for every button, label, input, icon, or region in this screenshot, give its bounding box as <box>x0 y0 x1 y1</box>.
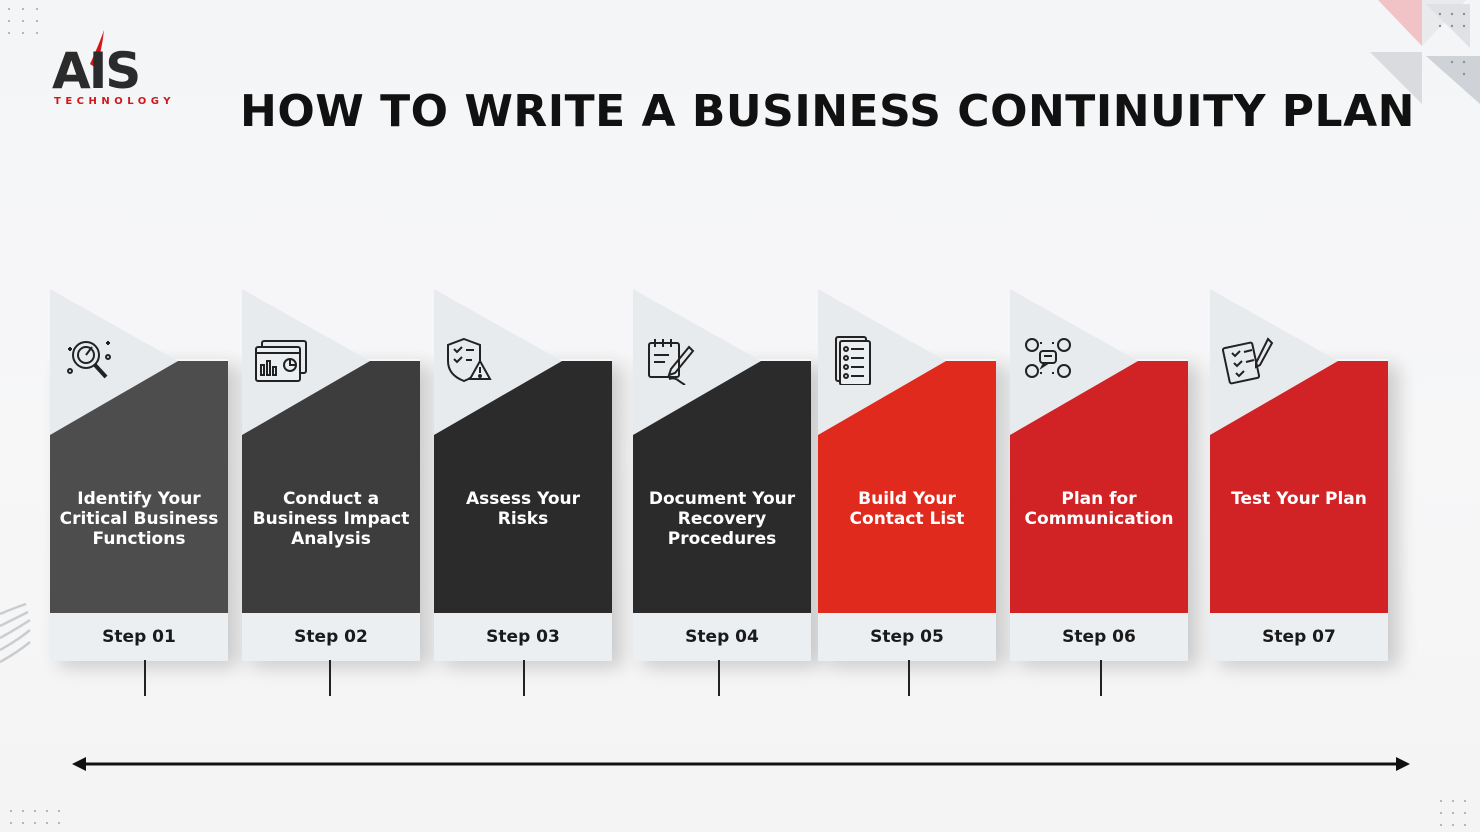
step-label: Identify Your Critical Business Function… <box>59 489 219 549</box>
timeline-arrow <box>72 757 1410 771</box>
step-label: Build Your Contact List <box>849 489 965 529</box>
stripes-decoration <box>0 602 31 664</box>
page-title: HOW TO WRITE A BUSINESS CONTINUITY PLAN <box>240 86 1415 137</box>
step-card-shape <box>633 289 811 613</box>
logo-wordmark: AIS <box>52 42 141 100</box>
step-number: Step 05 <box>818 613 996 661</box>
checklist-pen-icon <box>1222 337 1274 385</box>
step-label: Document Your Recovery Procedures <box>648 489 796 549</box>
step-label: Conduct a Business Impact Analysis <box>252 489 410 549</box>
step-card-shape <box>818 289 996 613</box>
timeline-connector <box>144 660 146 696</box>
dot-grid-bottom-left <box>10 810 70 830</box>
timeline-connector <box>908 660 910 696</box>
step-card-shape <box>434 289 612 613</box>
step-label: Test Your Plan <box>1231 489 1367 509</box>
step-card-shape <box>1010 289 1188 613</box>
step-number: Step 01 <box>50 613 228 661</box>
team-communication-icon <box>1025 338 1071 378</box>
timeline-connector <box>718 660 720 696</box>
dot-grid-top-left <box>8 8 48 38</box>
timeline-connector <box>329 660 331 696</box>
corner-triangle-decoration <box>1370 0 1480 104</box>
dashboard-report-icon <box>255 340 307 382</box>
step-label: Assess Your Risks <box>466 489 580 529</box>
step-card-shape <box>50 289 228 613</box>
search-analytics-icon <box>67 341 111 379</box>
step-card-1: Identify Your Critical Business Function… <box>50 289 228 661</box>
step-number: Step 03 <box>434 613 612 661</box>
step-card-shape <box>1210 289 1388 613</box>
shield-warning-icon <box>447 337 492 383</box>
step-number: Step 02 <box>242 613 420 661</box>
step-label: Plan for Communication <box>1024 489 1174 529</box>
timeline-connector <box>1100 660 1102 696</box>
contact-list-icon <box>835 336 871 385</box>
step-number: Step 06 <box>1010 613 1188 661</box>
step-number: Step 04 <box>633 613 811 661</box>
timeline-connector <box>523 660 525 696</box>
dot-grid-bottom-right <box>1440 800 1480 830</box>
step-number: Step 07 <box>1210 613 1388 661</box>
logo-subtitle: TECHNOLOGY <box>54 96 175 107</box>
company-logo: AIS TECHNOLOGY <box>50 28 170 112</box>
notepad-writing-icon <box>648 339 695 385</box>
